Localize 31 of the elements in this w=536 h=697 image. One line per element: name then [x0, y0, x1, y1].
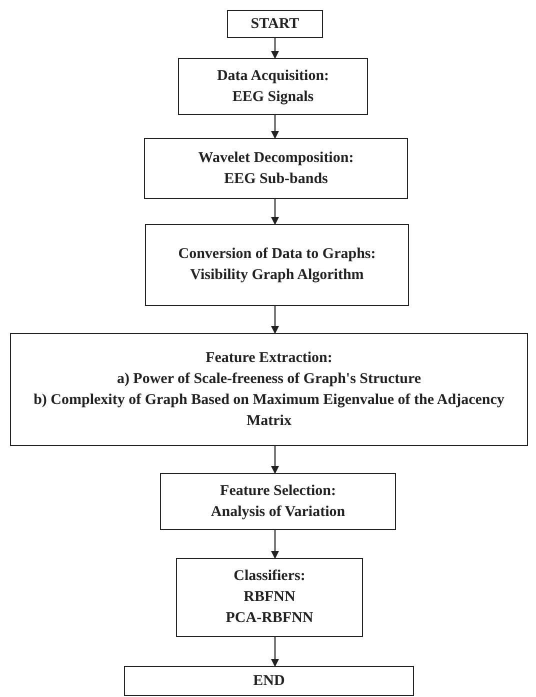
box-text: END — [253, 672, 285, 690]
arrow — [271, 199, 279, 225]
process-box — [178, 58, 368, 115]
arrow — [271, 446, 279, 474]
process-box — [10, 333, 528, 446]
box-text: Analysis of Variation — [210, 502, 346, 522]
arrow — [271, 530, 279, 559]
process-box — [227, 10, 323, 38]
box-text: EEG Signals — [232, 88, 314, 106]
arrow — [271, 115, 279, 139]
box-text: a) Power of Scale-freeness of Graph's Structure — [116, 370, 422, 388]
box-text: RBFNN — [244, 588, 296, 607]
box-text: Feature Extraction: — [206, 348, 332, 368]
process-box — [145, 224, 409, 306]
box-text: Wavelet Decomposition: — [198, 148, 354, 168]
box-text: Visibility Graph Algorithm — [190, 266, 364, 285]
box-text: START — [250, 14, 300, 34]
process-box — [160, 473, 396, 530]
process-box — [176, 558, 363, 637]
box-text: PCA-RBFNN — [226, 609, 314, 628]
box-text: b) Complexity of Graph Based on Maximum Eigenvalue of the Adjacency Matrix — [32, 390, 506, 430]
arrow — [271, 637, 279, 667]
box-text: Classifiers: — [234, 567, 306, 586]
box-text: Data Acquisition: — [216, 66, 330, 86]
process-box — [144, 138, 408, 199]
arrow — [271, 306, 279, 334]
arrow — [271, 38, 279, 59]
box-text: Conversion of Data to Graphs: — [178, 245, 376, 264]
process-box — [124, 666, 414, 696]
box-text: EEG Sub-bands — [224, 170, 328, 188]
box-text: Feature Selection: — [220, 482, 336, 500]
